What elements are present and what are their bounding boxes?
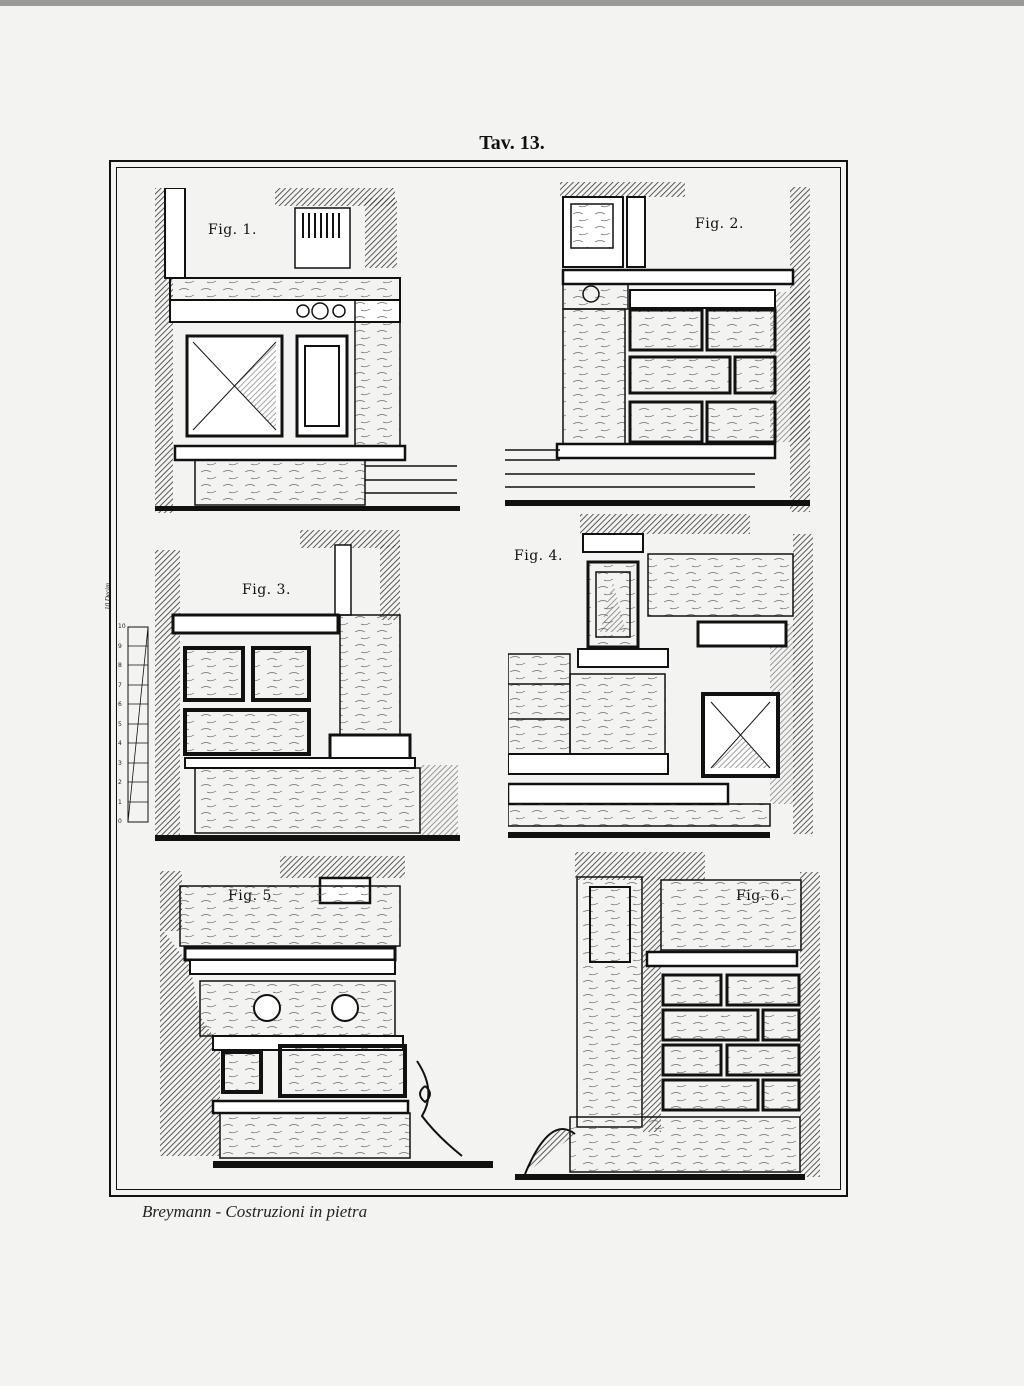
scale-tick-label: 1 [118, 798, 122, 806]
scale-bar: 0 1 2 3 4 5 6 7 8 9 10 [118, 615, 154, 825]
figure-6-label: Fig. 6. [736, 888, 785, 904]
scale-tick-label: 0 [118, 818, 122, 825]
scale-tick-label: 10 [118, 623, 126, 630]
figure-1-label: Fig. 1. [208, 222, 257, 238]
scale-tick-label: 4 [118, 740, 122, 747]
plate-caption: Breymann - Costruzioni in pietra [142, 1202, 368, 1221]
figure-6-drawing [515, 852, 820, 1182]
scale-tick-label: 9 [118, 642, 122, 650]
scale-tick-label: 7 [118, 681, 122, 689]
scale-tick-label: 5 [118, 720, 122, 728]
figure-4-label: Fig. 4. [514, 548, 563, 564]
figure-2-drawing [505, 182, 810, 512]
scale-tick-label: 6 [118, 701, 122, 708]
figure-3-label: Fig. 3. [242, 582, 291, 598]
scale-bar-label: 10 Decim. [104, 581, 112, 610]
scale-tick-label: 2 [118, 779, 122, 786]
plate-title: Tav. 13. [479, 132, 545, 154]
figure-1-drawing [155, 188, 460, 513]
figure-3-drawing [155, 530, 460, 842]
figure-5-drawing [155, 856, 495, 1181]
figure-2-label: Fig. 2. [695, 216, 744, 232]
plate-frame-inner [116, 167, 841, 1190]
figure-5-label: Fig. 5 [228, 888, 272, 904]
figure-4-drawing [508, 514, 813, 842]
plate-frame-outer [109, 160, 848, 1197]
scale-tick-label: 3 [118, 759, 122, 767]
page-top-edge [0, 0, 1024, 6]
scale-tick-label: 8 [118, 662, 122, 669]
